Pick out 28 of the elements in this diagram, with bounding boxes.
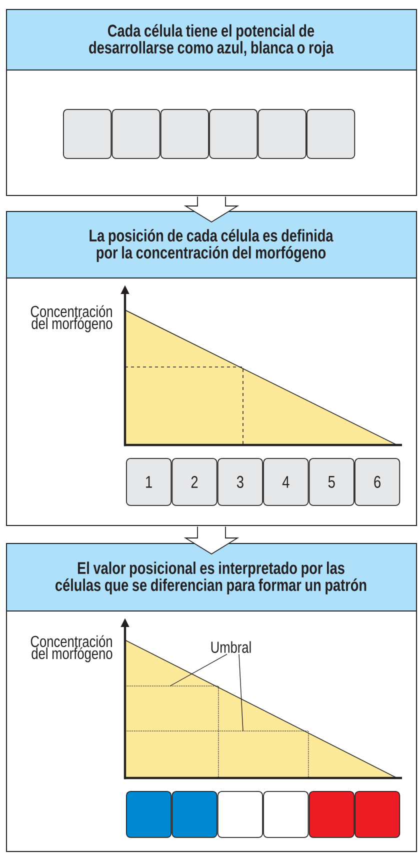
hollow-arrow [184,526,240,555]
leader-line [238,654,244,732]
cell [160,109,209,159]
cell: 1 [126,458,172,506]
cell [306,109,356,159]
cell: 5 [308,458,354,506]
cell [209,109,258,159]
panel: Cada célula tiene el potencial de desarrollarse como azul, blanca o roja [6,9,417,196]
cell: 3 [217,458,263,506]
cell: 2 [172,458,218,506]
cell [263,791,309,838]
threshold-line [124,730,309,778]
threshold-label: Umbral [211,641,251,653]
cell [354,791,400,838]
axis-label: Concentración del morfógeno [30,635,112,662]
cell [258,109,306,159]
threshold-line [124,686,219,778]
axis-label: Concentración del morfógeno [30,305,112,332]
cell [112,109,160,159]
cell: 6 [354,458,400,506]
cell [126,791,172,838]
leader-line [170,654,228,686]
cell [63,109,112,159]
cell [308,791,354,838]
cell [172,791,218,838]
cell [217,791,263,838]
hollow-arrow [184,196,240,223]
cell: 4 [263,458,309,506]
